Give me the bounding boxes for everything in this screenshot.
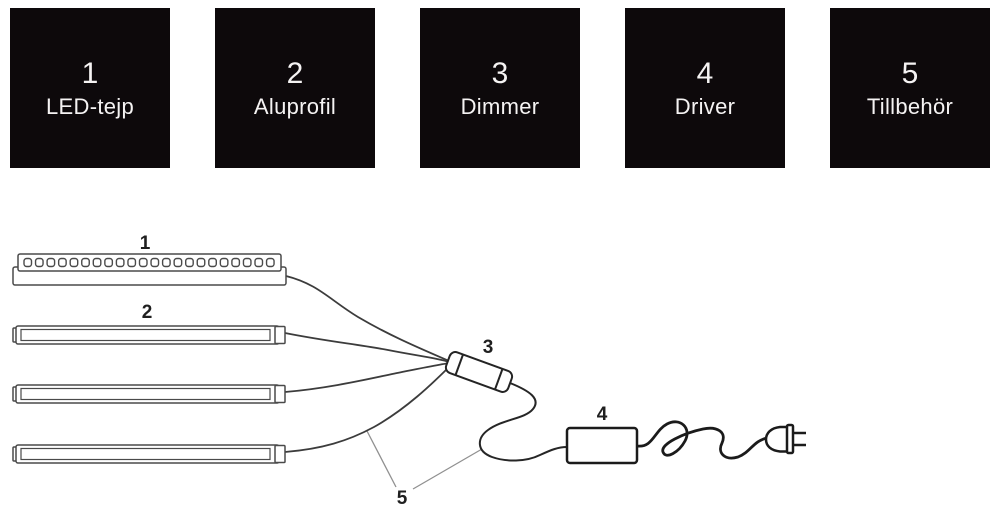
- driver-figure: [565, 426, 639, 465]
- power-plug-icon: [764, 423, 806, 455]
- card-number: 3: [491, 56, 509, 90]
- accessories-leader-left: [366, 430, 397, 488]
- wire-dimmer-to-driver: [478, 382, 568, 462]
- card-number: 2: [286, 56, 304, 90]
- card-label: Tillbehör: [866, 93, 954, 119]
- card-driver[interactable]: 4 Driver: [625, 8, 785, 168]
- wire-strip3: [284, 362, 451, 393]
- wire-strip2: [284, 332, 450, 363]
- category-card-row: 1 LED-tejp 2 Aluprofil 3 Dimmer 4 Driver…: [0, 8, 1008, 168]
- alu-profile-figure-1: [12, 325, 286, 345]
- led-dots: [23, 257, 275, 268]
- callout-led-strip: 1: [140, 233, 151, 254]
- callout-dimmer: 3: [483, 337, 494, 358]
- callout-accessories: 5: [397, 488, 408, 509]
- wire-strip1: [285, 275, 450, 362]
- card-label: Dimmer: [460, 93, 540, 119]
- wire-strip4: [284, 365, 451, 453]
- led-strip-figure: [12, 253, 287, 286]
- card-dimmer[interactable]: 3 Dimmer: [420, 8, 580, 168]
- card-label: LED-tejp: [46, 93, 134, 119]
- card-number: 4: [696, 56, 714, 90]
- card-label: Aluprofil: [253, 93, 337, 119]
- card-label: Driver: [674, 93, 736, 119]
- card-number: 5: [901, 56, 919, 90]
- accessories-leader-right: [412, 448, 483, 490]
- card-number: 1: [81, 56, 99, 90]
- card-led-tejp[interactable]: 1 LED-tejp: [10, 8, 170, 168]
- alu-profile-figure-2: [12, 384, 286, 404]
- alu-profile-figure-3: [12, 444, 286, 464]
- power-cord: [636, 420, 771, 460]
- callout-driver: 4: [597, 404, 608, 425]
- wiring-diagram: 1 2 3 4 5: [12, 233, 806, 509]
- dimmer-figure: [444, 351, 514, 393]
- card-tillbehor[interactable]: 5 Tillbehör: [830, 8, 990, 168]
- callout-alu-profile: 2: [142, 302, 153, 323]
- card-aluprofil[interactable]: 2 Aluprofil: [215, 8, 375, 168]
